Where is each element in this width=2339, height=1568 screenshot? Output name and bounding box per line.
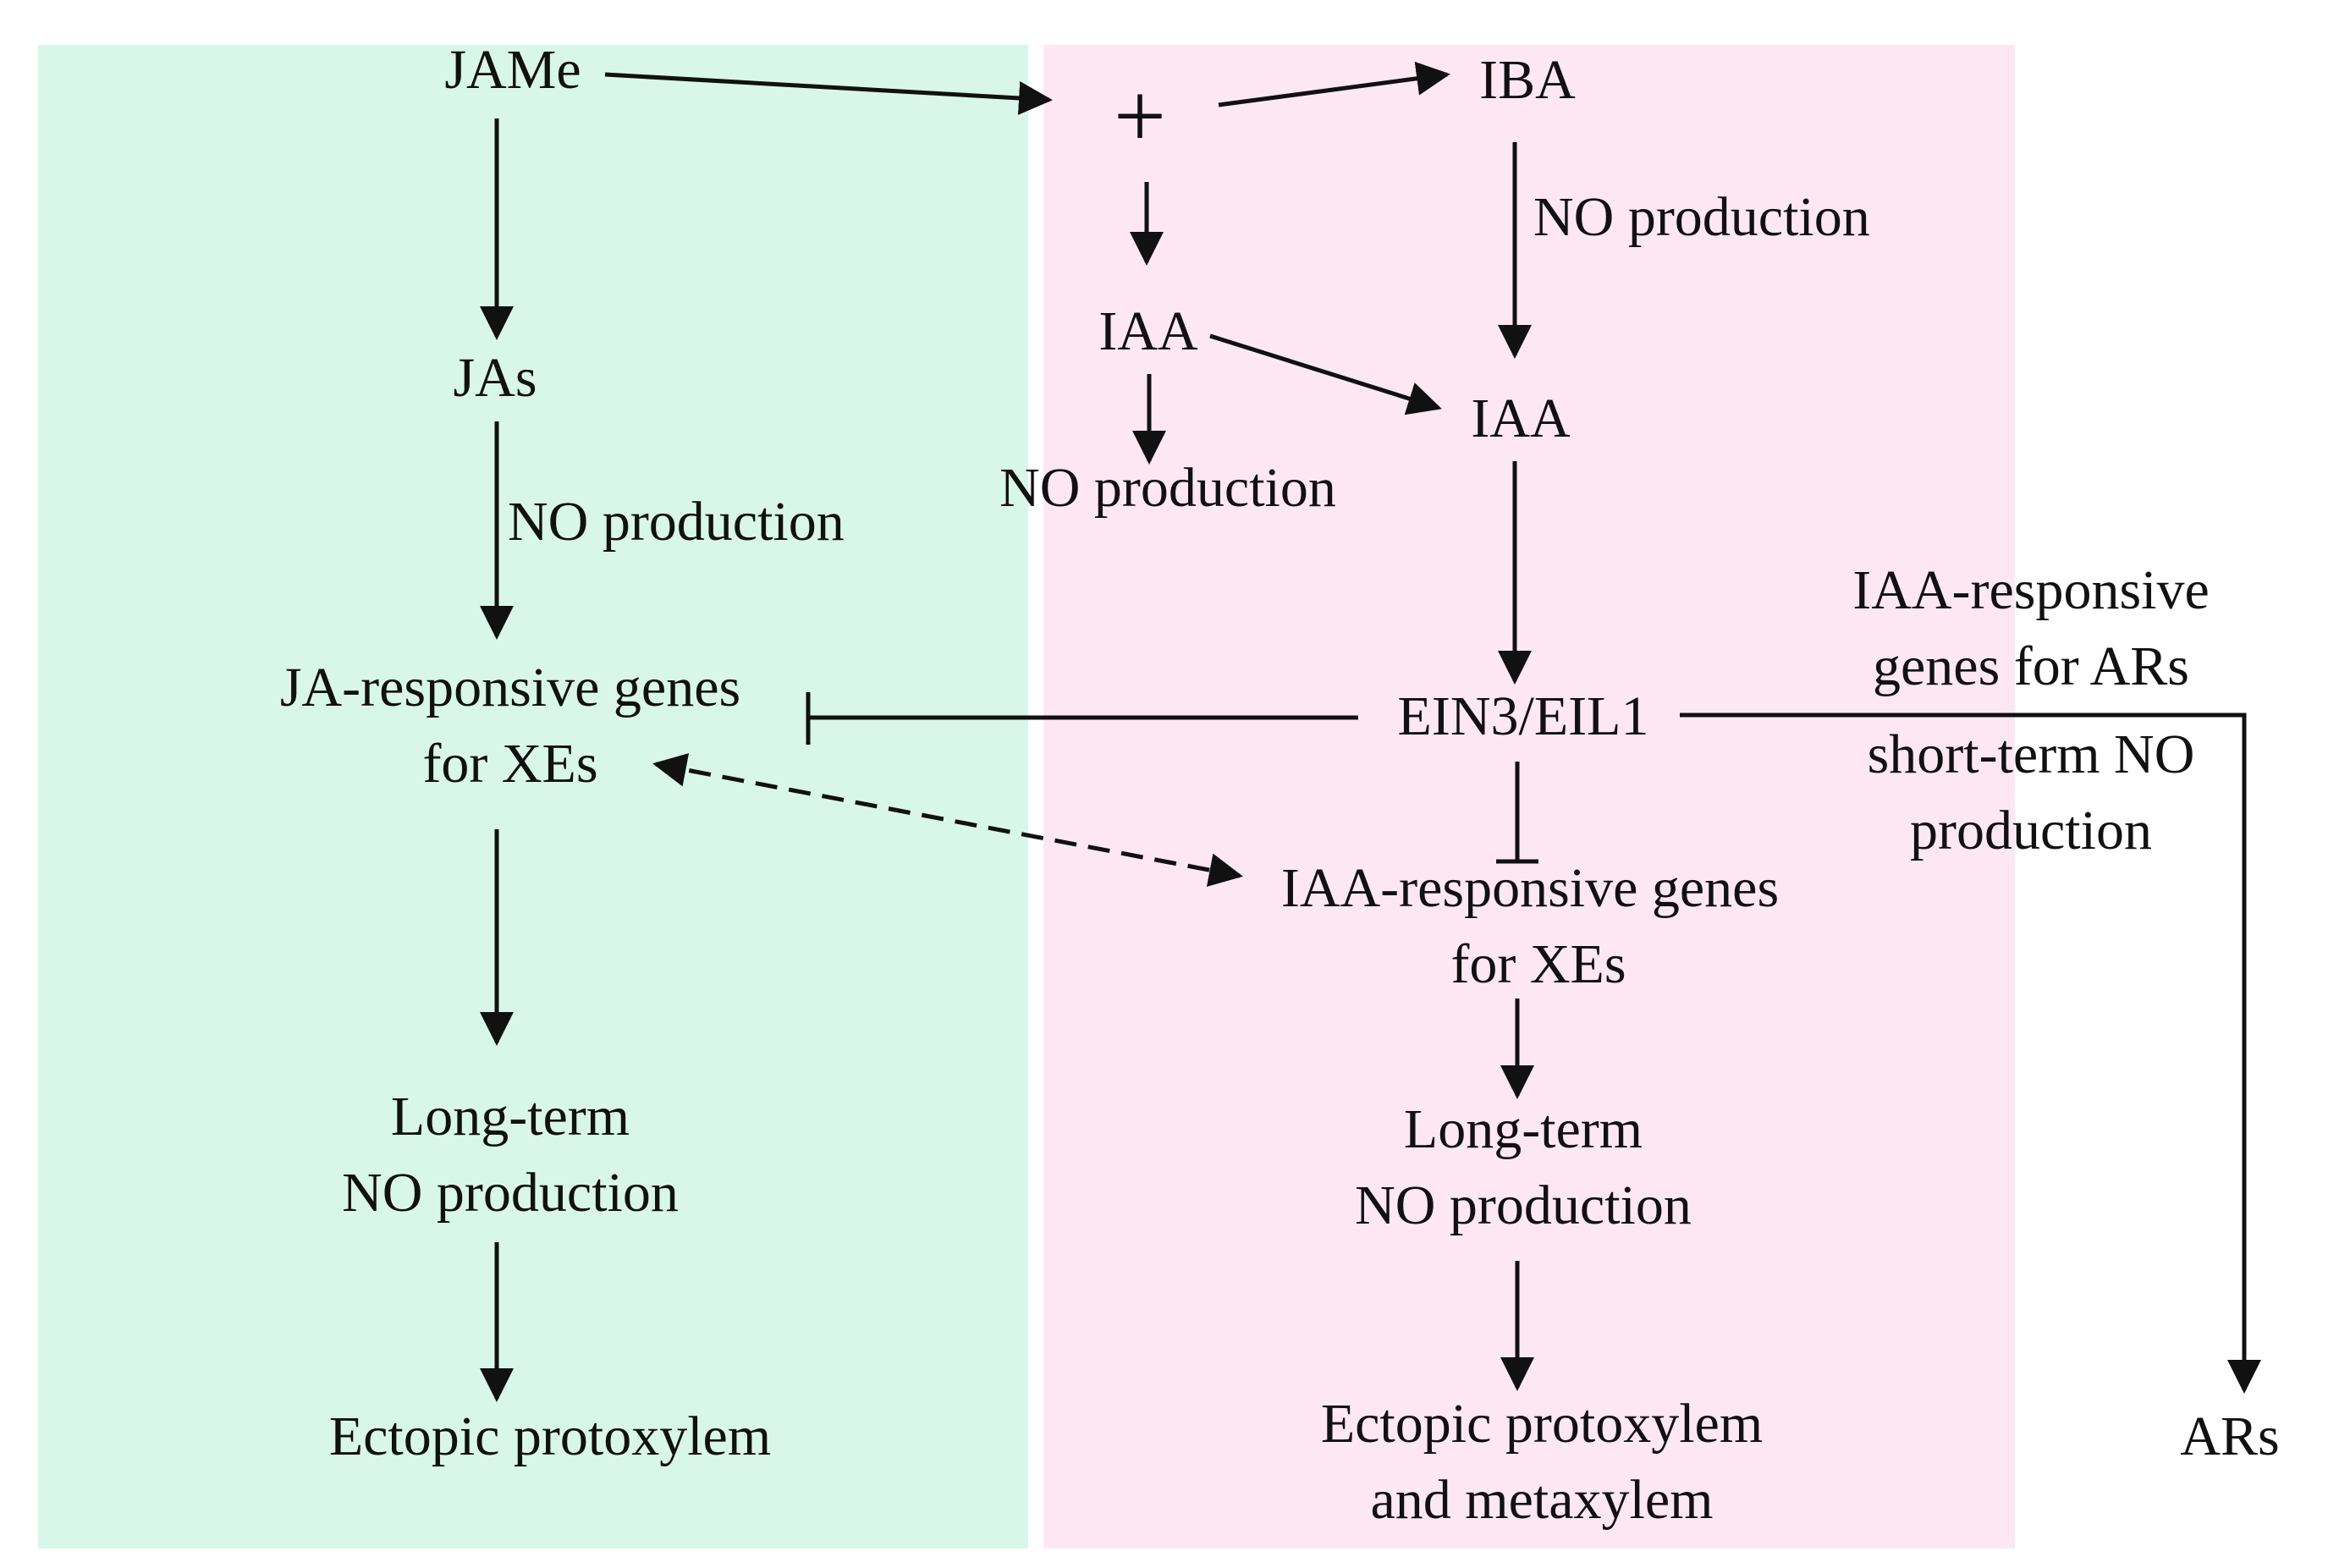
arrow-ein3-to-ars [1680,712,2261,1394]
node-ectopic-right-line1: Ectopic protoxylem [1320,1393,1764,1455]
node-iaa-genes-xes-line1: IAA-responsive genes [1280,857,1780,919]
label-short-term-line2: production [1910,800,2152,861]
node-plus: + [1113,64,1167,168]
node-long-term-right-line1: Long-term [1403,1098,1643,1160]
label-iaa-genes-ars-line1: IAA-responsive [1852,559,2210,621]
label-no-production-iaa: NO production [999,457,1336,519]
label-no-production-jas: NO production [508,491,845,553]
arrow-jame-to-plus [604,72,1053,115]
arrow-plus-to-iba [1218,61,1450,107]
node-iaa-left: IAA [1098,300,1198,362]
node-ectopic-right-line2: and metaxylem [1370,1469,1714,1531]
node-ars: ARs [2180,1406,2280,1467]
node-long-term-left-line1: Long-term [390,1086,630,1147]
node-long-term-right-line2: NO production [1355,1175,1692,1236]
label-short-term-line1: short-term NO [1867,723,2195,785]
node-long-term-left-line2: NO production [342,1162,679,1224]
node-ein3-eil1: EIN3/EIL1 [1397,685,1649,747]
node-ja-genes-line2: for XEs [422,733,598,795]
arrow-iaa-to-iaa [1209,333,1442,415]
node-ja-genes-line1: JA-responsive genes [279,657,741,718]
node-iba: IBA [1479,49,1576,111]
node-iaa-genes-xes-line2: for XEs [1450,933,1626,995]
label-iaa-genes-ars-line2: genes for ARs [1873,635,2189,697]
dashed-arrow-ja-genes-iaa-genes [652,753,1243,887]
node-iaa-right: IAA [1471,388,1571,449]
node-ectopic-protoxylem-left: Ectopic protoxylem [328,1406,772,1467]
node-jas: JAs [453,347,537,409]
node-jame: JAMe [444,39,581,101]
label-no-production-iba: NO production [1533,186,1870,248]
